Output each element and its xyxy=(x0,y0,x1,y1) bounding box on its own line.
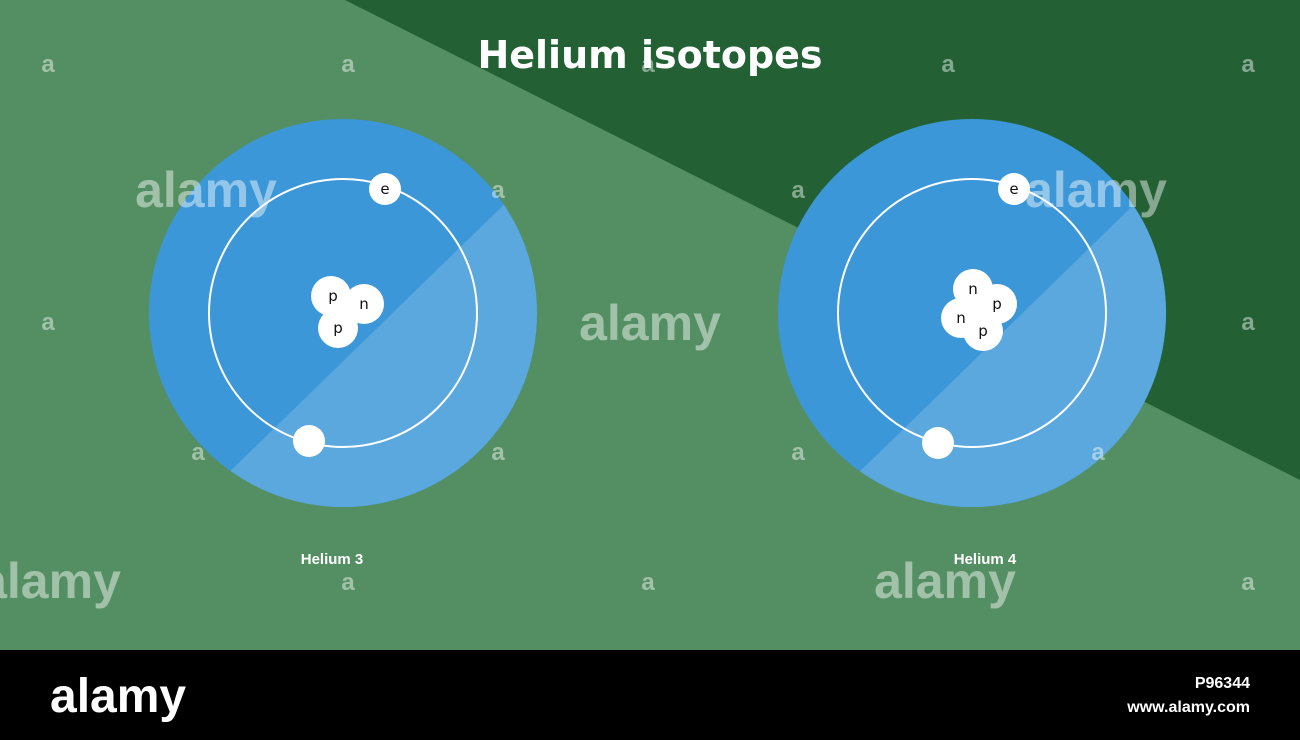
watermark-mark: a xyxy=(41,309,55,336)
watermark-mark: a xyxy=(1241,309,1255,336)
electron xyxy=(922,427,954,459)
nucleon-label: p xyxy=(992,295,1002,313)
footer-image-id: P96344 xyxy=(1195,675,1250,692)
nucleon-label: n xyxy=(968,280,978,298)
watermark-mark: a xyxy=(341,51,355,78)
watermark-text: alamy xyxy=(135,162,277,218)
watermark-mark: a xyxy=(341,569,355,596)
watermark-mark: a xyxy=(1241,569,1255,596)
watermark-mark: a xyxy=(791,439,805,466)
watermark-text: alamy xyxy=(1025,162,1167,218)
watermark-mark: a xyxy=(491,439,505,466)
watermark-mark: a xyxy=(1091,439,1105,466)
watermark-mark: a xyxy=(641,569,655,596)
nucleon-proton: p xyxy=(318,308,358,348)
watermark-mark: a xyxy=(791,177,805,204)
nucleon-label: p xyxy=(978,322,988,340)
footer-site: www.alamy.com xyxy=(1126,699,1250,716)
watermark-mark: a xyxy=(191,439,205,466)
footer-logo: alamy xyxy=(50,670,186,723)
watermark-text: alamy xyxy=(579,295,721,351)
watermark-mark: a xyxy=(941,51,955,78)
watermark-mark: a xyxy=(641,51,655,78)
watermark-text: alamy xyxy=(0,553,121,609)
electron: e xyxy=(369,173,401,205)
watermark-mark: a xyxy=(1241,51,1255,78)
watermark-text: alamy xyxy=(874,553,1016,609)
watermark-mark: a xyxy=(491,177,505,204)
nucleon-label: p xyxy=(328,287,338,305)
nucleon-proton: p xyxy=(963,311,1003,351)
watermark-mark: a xyxy=(41,51,55,78)
footer-bar xyxy=(0,650,1300,740)
nucleon-label: n xyxy=(359,295,369,313)
electron xyxy=(293,425,325,457)
nucleon-label: p xyxy=(333,319,343,337)
electron-label: e xyxy=(1009,180,1018,198)
atom-caption: Helium 3 xyxy=(301,551,364,568)
electron-label: e xyxy=(380,180,389,198)
